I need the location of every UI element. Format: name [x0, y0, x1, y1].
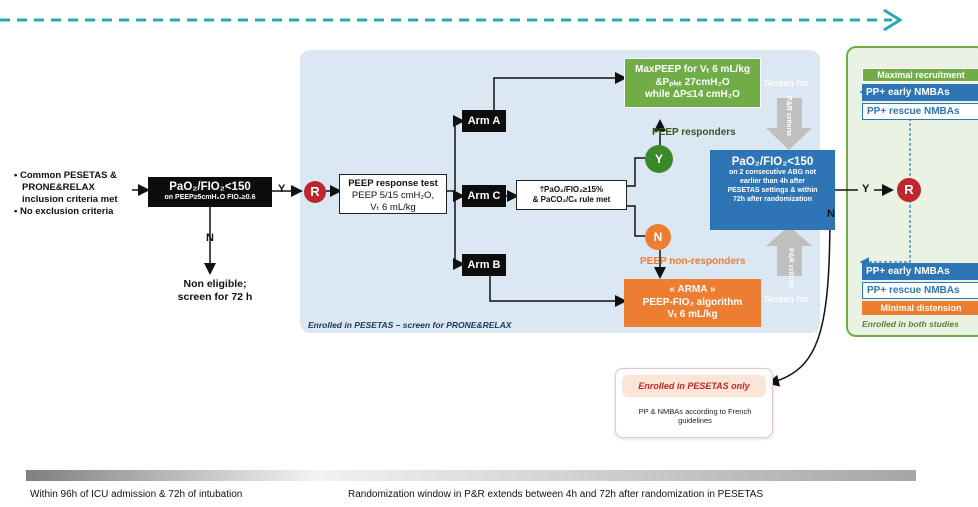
pesetas-footer: Enrolled in PESETAS – screen for PRONE&R… — [308, 320, 512, 330]
enrolled-pesetas-only-card: Enrolled in PESETAS only PP & NMBAs acco… — [615, 368, 773, 438]
pp-early-nmbas-2: PP+ early NMBAs — [862, 263, 978, 280]
arma-box: « ARMA » PEEP-FIO₂ algorithm Vₜ 6 mL/kg — [624, 279, 761, 327]
pp-rescue-nmbas-1: PP+ rescue NMBAs — [862, 103, 978, 120]
minimal-distension-label: Minimal distension — [862, 301, 978, 315]
both-studies-footer: Enrolled in both studies — [862, 319, 959, 329]
arm-c-box: Arm C — [462, 185, 506, 207]
timeline-right-label: Randomization window in P&R extends betw… — [348, 489, 764, 500]
timeline-left-label: Within 96h of ICU admission & 72h of int… — [30, 489, 243, 500]
peep-responders-label: PEEP responders — [652, 127, 736, 138]
screen-for-pr-bottom-rotated: P&R criteria — [787, 248, 794, 289]
pao2-check-box: PaO₂/FIO₂<150 on 2 consecutive ABG not e… — [710, 150, 835, 230]
responder-no-circle: N — [645, 224, 671, 250]
enrolled-pesetas-only-text: PP & NMBAs according to French guideline… — [638, 407, 752, 426]
no-label-screen: N — [206, 232, 214, 244]
responder-yes-circle: Y — [645, 145, 673, 173]
timeline-bar-left — [26, 470, 316, 481]
screen-for-pr-bottom: Screen for — [764, 294, 809, 304]
randomization-circle-2: R — [897, 178, 921, 202]
screen-for-pr-top: Screen for — [764, 78, 809, 88]
screening-box: PaO₂/FIO₂<150 on PEEP≥5cmH₂O FIO₂≥0.6 — [148, 177, 272, 207]
pp-rescue-nmbas-2: PP+ rescue NMBAs — [862, 282, 978, 299]
peep-nonresponders-label: PEEP non-responders — [640, 256, 746, 267]
peep-response-test-box: PEEP response test PEEP 5/15 cmH₂O, Vₜ 6… — [339, 174, 447, 214]
screen-for-pr-top-rotated: P&R criteria — [785, 96, 792, 137]
maximal-recruitment-label: Maximal recruitment — [862, 68, 978, 82]
no-label-pao2: N — [827, 208, 835, 220]
randomization-circle: R — [304, 181, 326, 203]
maxpeep-box: MaxPEEP for Vₜ 6 mL/kg &Pₚₗₐₜ 27cmH₂O wh… — [624, 58, 761, 108]
enrolled-pesetas-only-title: Enrolled in PESETAS only — [622, 375, 766, 397]
inclusion-criteria: • Common PESETAS & PRONE&RELAX inclusion… — [14, 170, 118, 217]
arm-a-box: Arm A — [462, 110, 506, 132]
pp-early-nmbas-1: PP+ early NMBAs — [862, 84, 978, 101]
arm-b-box: Arm B — [462, 254, 506, 276]
yes-label-pao2: Y — [862, 183, 870, 195]
arm-c-rule-box: 🡑PaO₂/FIO₂≥15% & PaCO₂/Cₛ rule met — [516, 180, 627, 210]
timeline-bar-right — [316, 470, 916, 481]
yes-label-screen: Y — [278, 183, 286, 195]
non-eligible-note: Non eligible; screen for 72 h — [177, 278, 253, 304]
